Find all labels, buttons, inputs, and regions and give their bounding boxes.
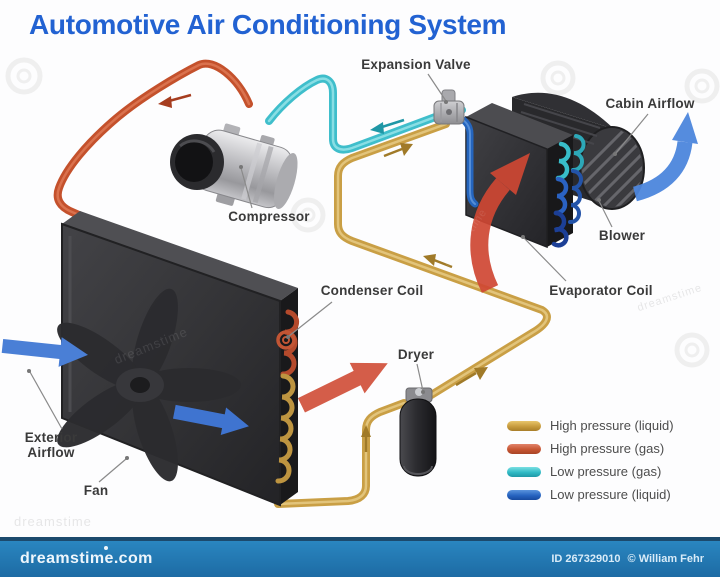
legend-item-low-pressure-gas: Low pressure (gas) (507, 460, 674, 483)
flow-arrow-red (158, 93, 192, 108)
legend: High pressure (liquid) High pressure (ga… (507, 414, 674, 506)
exterior-airflow-arrow-out (172, 404, 249, 436)
footer-bar: dreamstime.com ID 267329010 © William Fe… (0, 537, 720, 577)
watermark-circles (5, 57, 720, 368)
dryer (399, 387, 437, 477)
label-blower: Blower (598, 228, 646, 243)
legend-swatch-high-pressure-gas (507, 443, 541, 454)
legend-swatch-low-pressure-gas (507, 466, 541, 477)
dreamstime-logo-text: dreamstime.com (20, 550, 153, 567)
label-dryer: Dryer (397, 347, 435, 362)
cabin-airflow-arrow (632, 112, 698, 202)
legend-item-low-pressure-liquid: Low pressure (liquid) (507, 483, 674, 506)
legend-item-high-pressure-gas: High pressure (gas) (507, 437, 674, 460)
flow-arrows-gold (361, 143, 488, 452)
legend-item-high-pressure-liquid: High pressure (liquid) (507, 414, 674, 437)
label-expansion-valve: Expansion Valve (361, 57, 471, 72)
label-evaporator-coil: Evaporator Coil (549, 283, 653, 298)
image-id: ID 267329010 (551, 553, 621, 565)
pipe-low-pressure-gas (265, 74, 466, 154)
image-credit: ID 267329010 © William Fehr (547, 553, 704, 565)
label-exterior-airflow-line1: Exterior (24, 430, 78, 445)
dreamstime-logo: dreamstime.com (20, 546, 153, 568)
label-exterior-airflow-line2: Airflow (27, 445, 75, 460)
evaporator-air-arrow (470, 153, 530, 293)
page-title: Automotive Air Conditioning System (29, 9, 507, 40)
legend-swatch-high-pressure-liquid (507, 420, 541, 431)
label-exterior-airflow: Exterior Airflow (25, 430, 78, 460)
legend-label: High pressure (liquid) (550, 418, 674, 433)
evaporator-coil (551, 134, 586, 248)
label-fan: Fan (83, 483, 109, 498)
fan (57, 288, 241, 482)
condenser-coil (275, 309, 300, 484)
dreamstime-logo-dot (104, 546, 108, 550)
expansion-valve (433, 89, 465, 125)
condenser-hot-air-arrow (297, 362, 388, 413)
ac-system-diagram (1, 57, 720, 508)
legend-label: Low pressure (liquid) (550, 487, 671, 502)
exterior-airflow-arrow-in (1, 337, 88, 367)
label-condenser-coil: Condenser Coil (320, 283, 424, 298)
image-author: © William Fehr (627, 553, 704, 565)
label-compressor: Compressor (228, 209, 310, 224)
leader-lines (27, 73, 649, 483)
legend-label: High pressure (gas) (550, 441, 665, 456)
pipe-high-pressure-gas (53, 59, 253, 222)
label-cabin-airflow: Cabin Airflow (605, 96, 695, 111)
compressor (170, 123, 298, 209)
flow-arrow-cyan (370, 118, 405, 134)
legend-swatch-low-pressure-liquid (507, 489, 541, 500)
pipe-high-pressure-liquid (274, 120, 551, 508)
legend-label: Low pressure (gas) (550, 464, 662, 479)
